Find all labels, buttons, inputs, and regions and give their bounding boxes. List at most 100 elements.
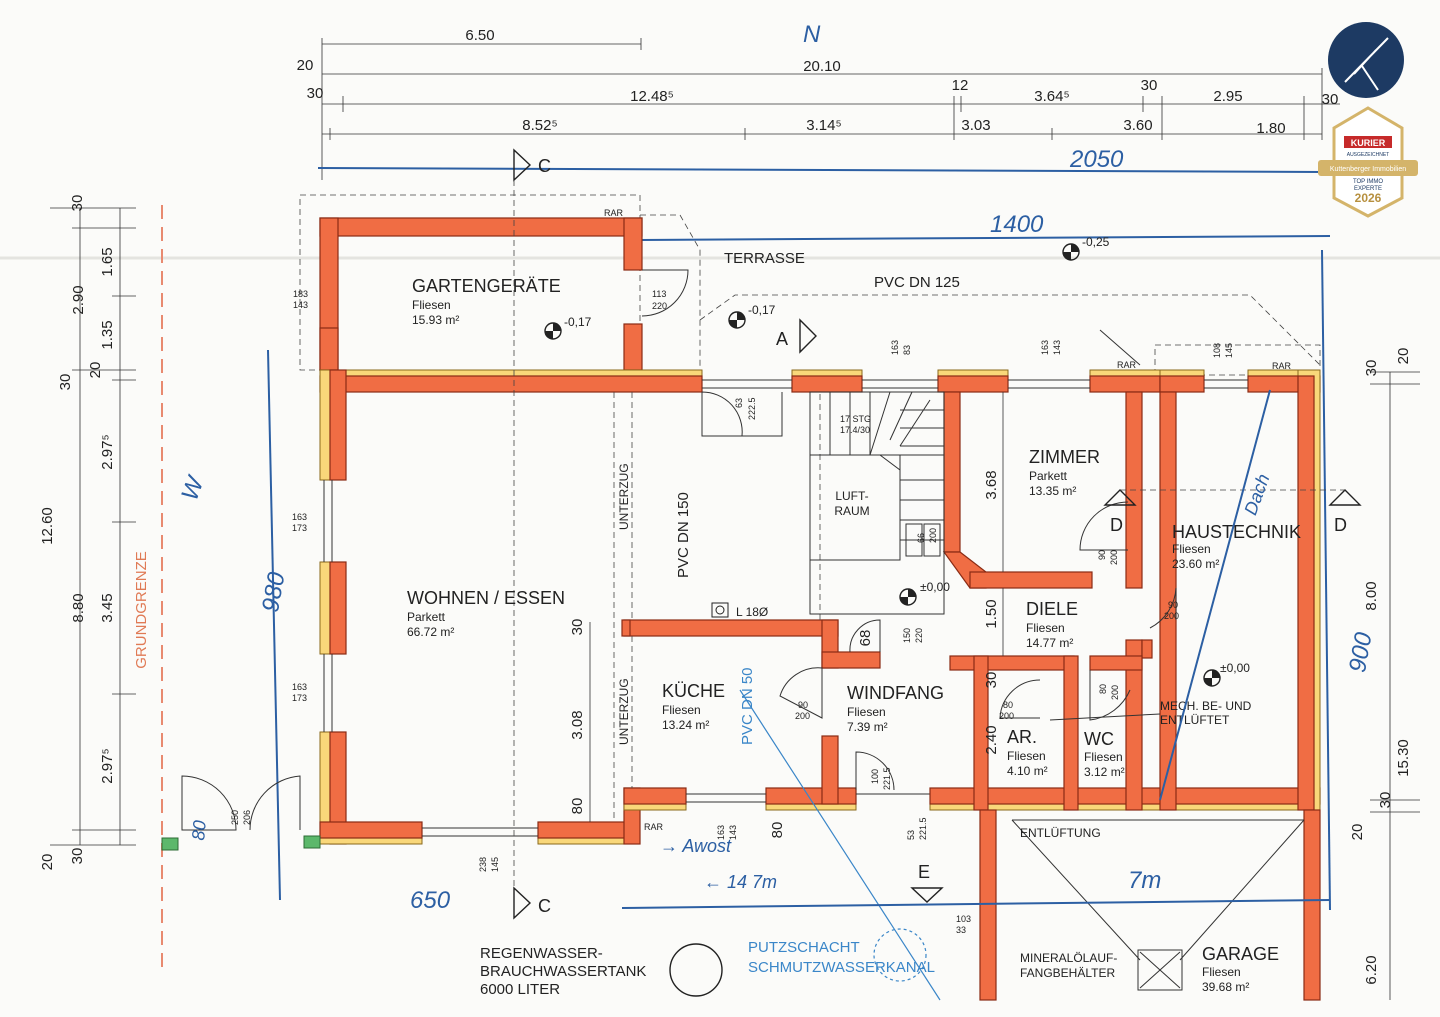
north-marker: N (803, 21, 821, 48)
room-haustechnik: HAUSTECHNIK (1172, 522, 1301, 542)
svg-text:15.93 m²: 15.93 m² (412, 313, 459, 327)
svg-text:113: 113 (652, 289, 666, 299)
svg-text:23.60 m²: 23.60 m² (1172, 557, 1219, 571)
putzschacht-label: PUTZSCHACHT (748, 939, 860, 956)
room-kueche: KÜCHE (662, 681, 725, 701)
svg-text:Fliesen: Fliesen (1202, 965, 1241, 979)
svg-text:30: 30 (983, 672, 1000, 689)
svg-text:200: 200 (795, 711, 810, 721)
svg-text:2.97⁵: 2.97⁵ (99, 748, 116, 783)
svg-text:150: 150 (902, 628, 912, 643)
l180-label: L 18Ø (736, 605, 768, 619)
svg-text:30: 30 (69, 195, 86, 212)
svg-text:163: 163 (292, 682, 307, 692)
svg-text:30: 30 (1363, 360, 1380, 377)
svg-text:2026: 2026 (1355, 191, 1382, 205)
svg-text:±0,00: ±0,00 (920, 580, 950, 594)
hand-bottom-line (621, 899, 1331, 909)
svg-text:143: 143 (1052, 340, 1062, 355)
svg-text:2.97⁵: 2.97⁵ (99, 434, 116, 469)
opening-labels: 163 173 163 173 183 143 113 220 63 222.5… (230, 289, 1234, 935)
svg-text:1.50: 1.50 (983, 599, 1000, 628)
svg-text:RAUM: RAUM (834, 504, 869, 518)
svg-text:221.5: 221.5 (918, 817, 928, 840)
hand-dim-line-2050 (317, 167, 1323, 173)
hand-dim-line-900 (1321, 249, 1331, 911)
section-markers: C C A D D E (513, 148, 1362, 920)
hand-awost: → Awost (660, 836, 732, 856)
svg-text:83: 83 (902, 345, 912, 355)
hand-980: 980 (257, 569, 291, 614)
right-dimensions: 30 20 8.00 15.30 20 30 6.20 (1349, 348, 1420, 1000)
svg-text:100: 100 (870, 769, 880, 784)
svg-text:221.5: 221.5 (882, 767, 892, 790)
svg-text:2.40: 2.40 (983, 725, 1000, 754)
svg-text:173: 173 (292, 523, 307, 533)
svg-text:A: A (776, 329, 788, 349)
hand-650: 650 (410, 887, 451, 914)
svg-text:20: 20 (1395, 348, 1412, 365)
hand-80: 80 (188, 819, 210, 841)
svg-text:D: D (1334, 515, 1347, 535)
unterzug-label: UNTERZUG (617, 678, 631, 745)
svg-text:30: 30 (69, 848, 86, 865)
tank-circle (669, 943, 723, 997)
svg-text:200: 200 (928, 528, 938, 543)
door-swings (181, 269, 1305, 991)
room-labels: GARTENGERÄTE Fliesen 15.93 m² WOHNEN / E… (407, 276, 1301, 994)
unterzug-label: UNTERZUG (617, 463, 631, 530)
svg-text:68: 68 (857, 630, 874, 647)
svg-text:13.24 m²: 13.24 m² (662, 718, 709, 732)
svg-text:KURIER: KURIER (1351, 138, 1386, 148)
svg-text:BRAUCHWASSERTANK: BRAUCHWASSERTANK (480, 963, 646, 980)
svg-text:30: 30 (1322, 91, 1339, 108)
svg-text:3.64⁵: 3.64⁵ (1034, 88, 1069, 105)
svg-text:30: 30 (569, 619, 586, 636)
svg-text:3.68: 3.68 (983, 470, 1000, 499)
grundgrenze-label: GRUNDGRENZE (133, 551, 150, 669)
svg-text:RAR: RAR (1272, 361, 1292, 371)
svg-text:1.65: 1.65 (99, 247, 116, 276)
svg-text:3.12 m²: 3.12 m² (1084, 765, 1125, 779)
svg-text:1.35: 1.35 (99, 320, 116, 349)
svg-text:30: 30 (1141, 77, 1158, 94)
top-dimensions: 6.50 20.10 12.48⁵ 12 3.64⁵ 30 2.95 30 20… (297, 27, 1340, 180)
terrace-outline-left (640, 214, 701, 370)
room-wc: WC (1084, 729, 1114, 749)
walls (319, 217, 1321, 1001)
svg-text:20.10: 20.10 (803, 58, 841, 75)
svg-text:E: E (918, 862, 930, 882)
svg-text:12.60: 12.60 (39, 507, 56, 545)
svg-text:238: 238 (478, 857, 488, 872)
svg-text:8.80: 8.80 (70, 593, 87, 622)
svg-text:6.20: 6.20 (1363, 955, 1380, 984)
mech-label: MECH. BE- UND (1160, 699, 1252, 713)
award-badge: KURIER AUSGEZEICHNET Kuttenberger Immobi… (1318, 106, 1418, 218)
svg-text:108: 108 (1212, 343, 1222, 358)
svg-text:Parkett: Parkett (407, 610, 446, 624)
svg-text:RAR: RAR (604, 208, 624, 218)
svg-text:15.30: 15.30 (1395, 739, 1412, 777)
pvc50-label: PVC DN 50 (739, 667, 756, 745)
svg-text:183: 183 (293, 289, 308, 299)
svg-text:8.52⁵: 8.52⁵ (522, 117, 557, 134)
room-abstellraum: AR. (1007, 727, 1037, 747)
west-marker: W (176, 471, 210, 504)
svg-text:222.5: 222.5 (747, 397, 757, 420)
svg-text:EXPERTE: EXPERTE (1354, 186, 1382, 192)
svg-text:20: 20 (1349, 824, 1366, 841)
svg-text:D: D (1110, 515, 1123, 535)
svg-text:Fliesen: Fliesen (1007, 749, 1046, 763)
svg-text:200: 200 (1109, 550, 1119, 565)
svg-text:Fliesen: Fliesen (1026, 621, 1065, 635)
room-gartengeraete: GARTENGERÄTE (412, 276, 561, 296)
hand-900: 900 (1344, 630, 1378, 675)
svg-text:80: 80 (1098, 684, 1108, 694)
terrasse-label: TERRASSE (724, 250, 805, 267)
svg-text:AUSGEZEICHNET: AUSGEZEICHNET (1347, 152, 1390, 158)
svg-text:20: 20 (39, 854, 56, 871)
svg-text:-0,17: -0,17 (748, 303, 776, 317)
svg-text:1.80: 1.80 (1256, 120, 1285, 137)
svg-text:FANGBEHÄLTER: FANGBEHÄLTER (1020, 966, 1115, 980)
svg-text:RAR: RAR (1117, 360, 1137, 370)
